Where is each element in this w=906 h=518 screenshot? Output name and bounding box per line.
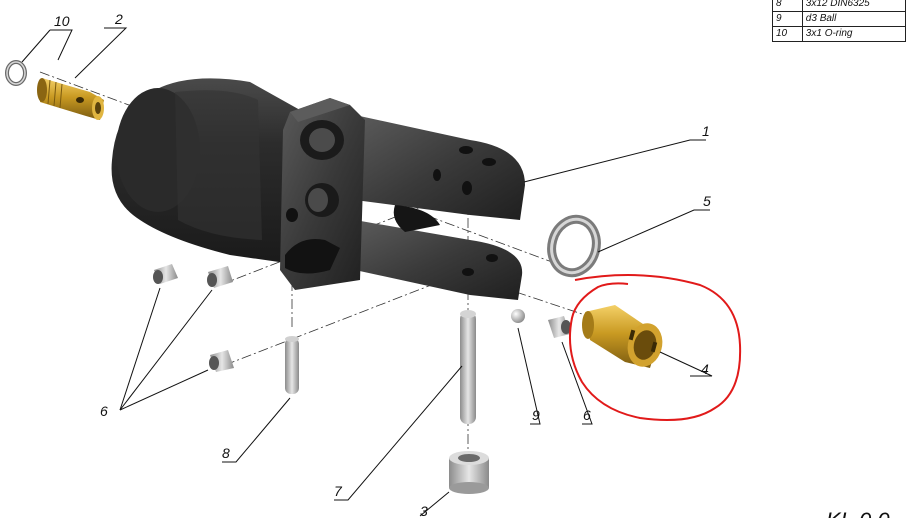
part-7-long-pin <box>460 310 476 424</box>
part-3-bushing <box>449 451 489 494</box>
red-highlight-circle <box>569 274 742 421</box>
bom-row: 10 3x1 O-ring <box>772 26 906 42</box>
part-8-dowel-pin <box>285 336 299 394</box>
callout-8: 8 <box>222 445 230 461</box>
part-5-oring <box>547 214 601 278</box>
set-screw <box>153 264 178 284</box>
leader-lines <box>21 27 713 517</box>
part-9-ball <box>511 309 525 323</box>
callout-7: 7 <box>334 483 343 499</box>
callout-1: 1 <box>702 123 710 139</box>
part-2-bushing <box>37 78 104 120</box>
callout-10: 10 <box>54 13 70 29</box>
callout-5: 5 <box>703 193 711 209</box>
bom-item-description: 3x1 O-ring <box>801 26 906 42</box>
bom-item-number: 8 <box>772 0 803 12</box>
callout-4: 4 <box>701 361 709 377</box>
bom-row: 9 d3 Ball <box>772 11 906 27</box>
callout-6-left: 6 <box>100 403 108 419</box>
set-screw <box>209 350 234 372</box>
bom-row: 8 3x12 DIN6325 <box>772 0 906 12</box>
bom-item-description: 3x12 DIN6325 <box>801 0 906 12</box>
set-screw <box>207 266 233 288</box>
callout-6-right: 6 <box>583 407 591 423</box>
drawing-number-fragment: KL.0.0 <box>826 508 890 518</box>
callout-3: 3 <box>420 503 428 518</box>
callout-2: 2 <box>114 11 123 27</box>
set-screw <box>548 316 571 338</box>
part-1-housing <box>111 78 525 300</box>
bom-item-number: 9 <box>772 11 803 27</box>
part-10-small-oring <box>5 60 27 86</box>
part-4-brass-insert <box>582 305 663 368</box>
bill-of-materials-table: 8 3x12 DIN6325 9 d3 Ball 10 3x1 O-ring <box>772 0 906 42</box>
part-6-set-screws <box>153 264 571 372</box>
bom-item-number: 10 <box>772 26 803 42</box>
bom-item-description: d3 Ball <box>801 11 906 27</box>
callout-9: 9 <box>532 407 540 423</box>
